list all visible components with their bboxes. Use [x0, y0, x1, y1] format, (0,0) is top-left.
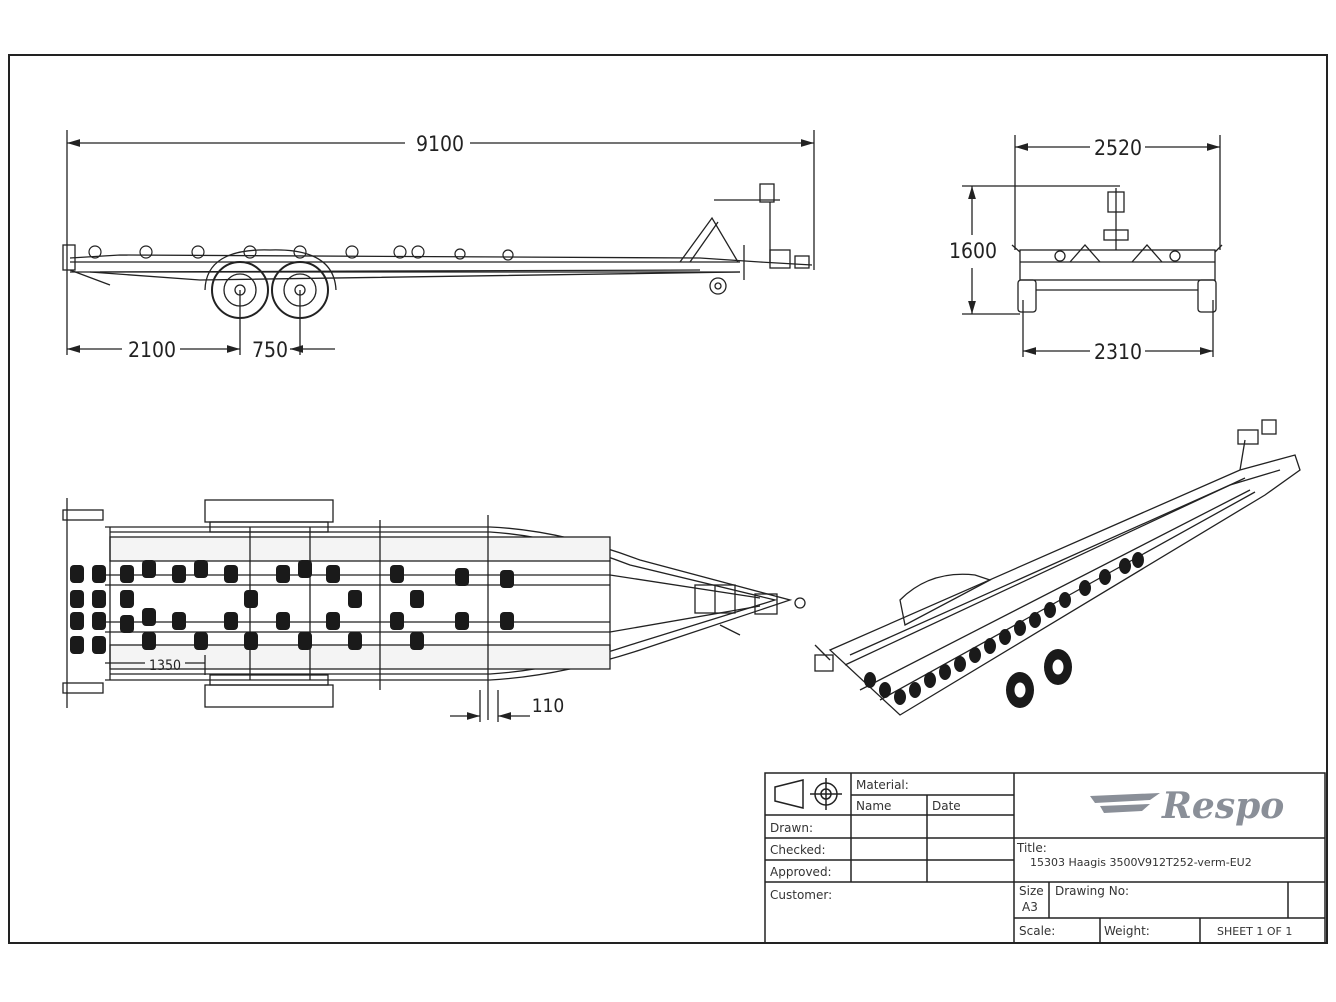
title-value: 15303 Haagis 3500V912T252-verm-EU2	[1030, 856, 1252, 869]
dim-track-width: 2310	[1094, 340, 1142, 364]
dim-roller-pitch: 1350	[149, 658, 181, 674]
logo-text: Respo	[1161, 785, 1284, 827]
rear-view	[962, 135, 1223, 357]
dim-axle-spacing: 750	[252, 338, 288, 362]
dim-wheel-offset: 2100	[128, 338, 176, 362]
dim-overall-length: 9100	[416, 132, 464, 156]
respo-logo: Respo	[1090, 785, 1284, 827]
dim-frame-rail: 110	[532, 695, 565, 717]
date-label: Date	[932, 799, 961, 813]
top-view	[62, 498, 806, 722]
approved-label: Approved:	[770, 865, 832, 879]
size-value: A3	[1022, 900, 1038, 914]
top-view-rollers	[70, 560, 514, 654]
side-view	[62, 130, 815, 355]
checked-label: Checked:	[770, 843, 826, 857]
name-label: Name	[856, 799, 891, 813]
customer-label: Customer:	[770, 888, 832, 902]
drawn-label: Drawn:	[770, 821, 813, 835]
weight-label: Weight:	[1104, 924, 1150, 938]
isometric-hubs	[1014, 659, 1064, 698]
title-block	[764, 772, 1326, 944]
projection-cone-icon	[774, 779, 804, 809]
size-label: Size	[1019, 884, 1044, 898]
sheet-label: SHEET 1 OF 1	[1217, 925, 1292, 938]
title-label: Title:	[1016, 841, 1047, 855]
dim-overall-height: 1600	[949, 239, 997, 263]
sheet-border	[8, 54, 1328, 944]
scale-label: Scale:	[1019, 924, 1055, 938]
dim-overall-width: 2520	[1094, 136, 1142, 160]
drawing-no-label: Drawing No:	[1055, 884, 1129, 898]
material-label: Material:	[856, 778, 909, 792]
